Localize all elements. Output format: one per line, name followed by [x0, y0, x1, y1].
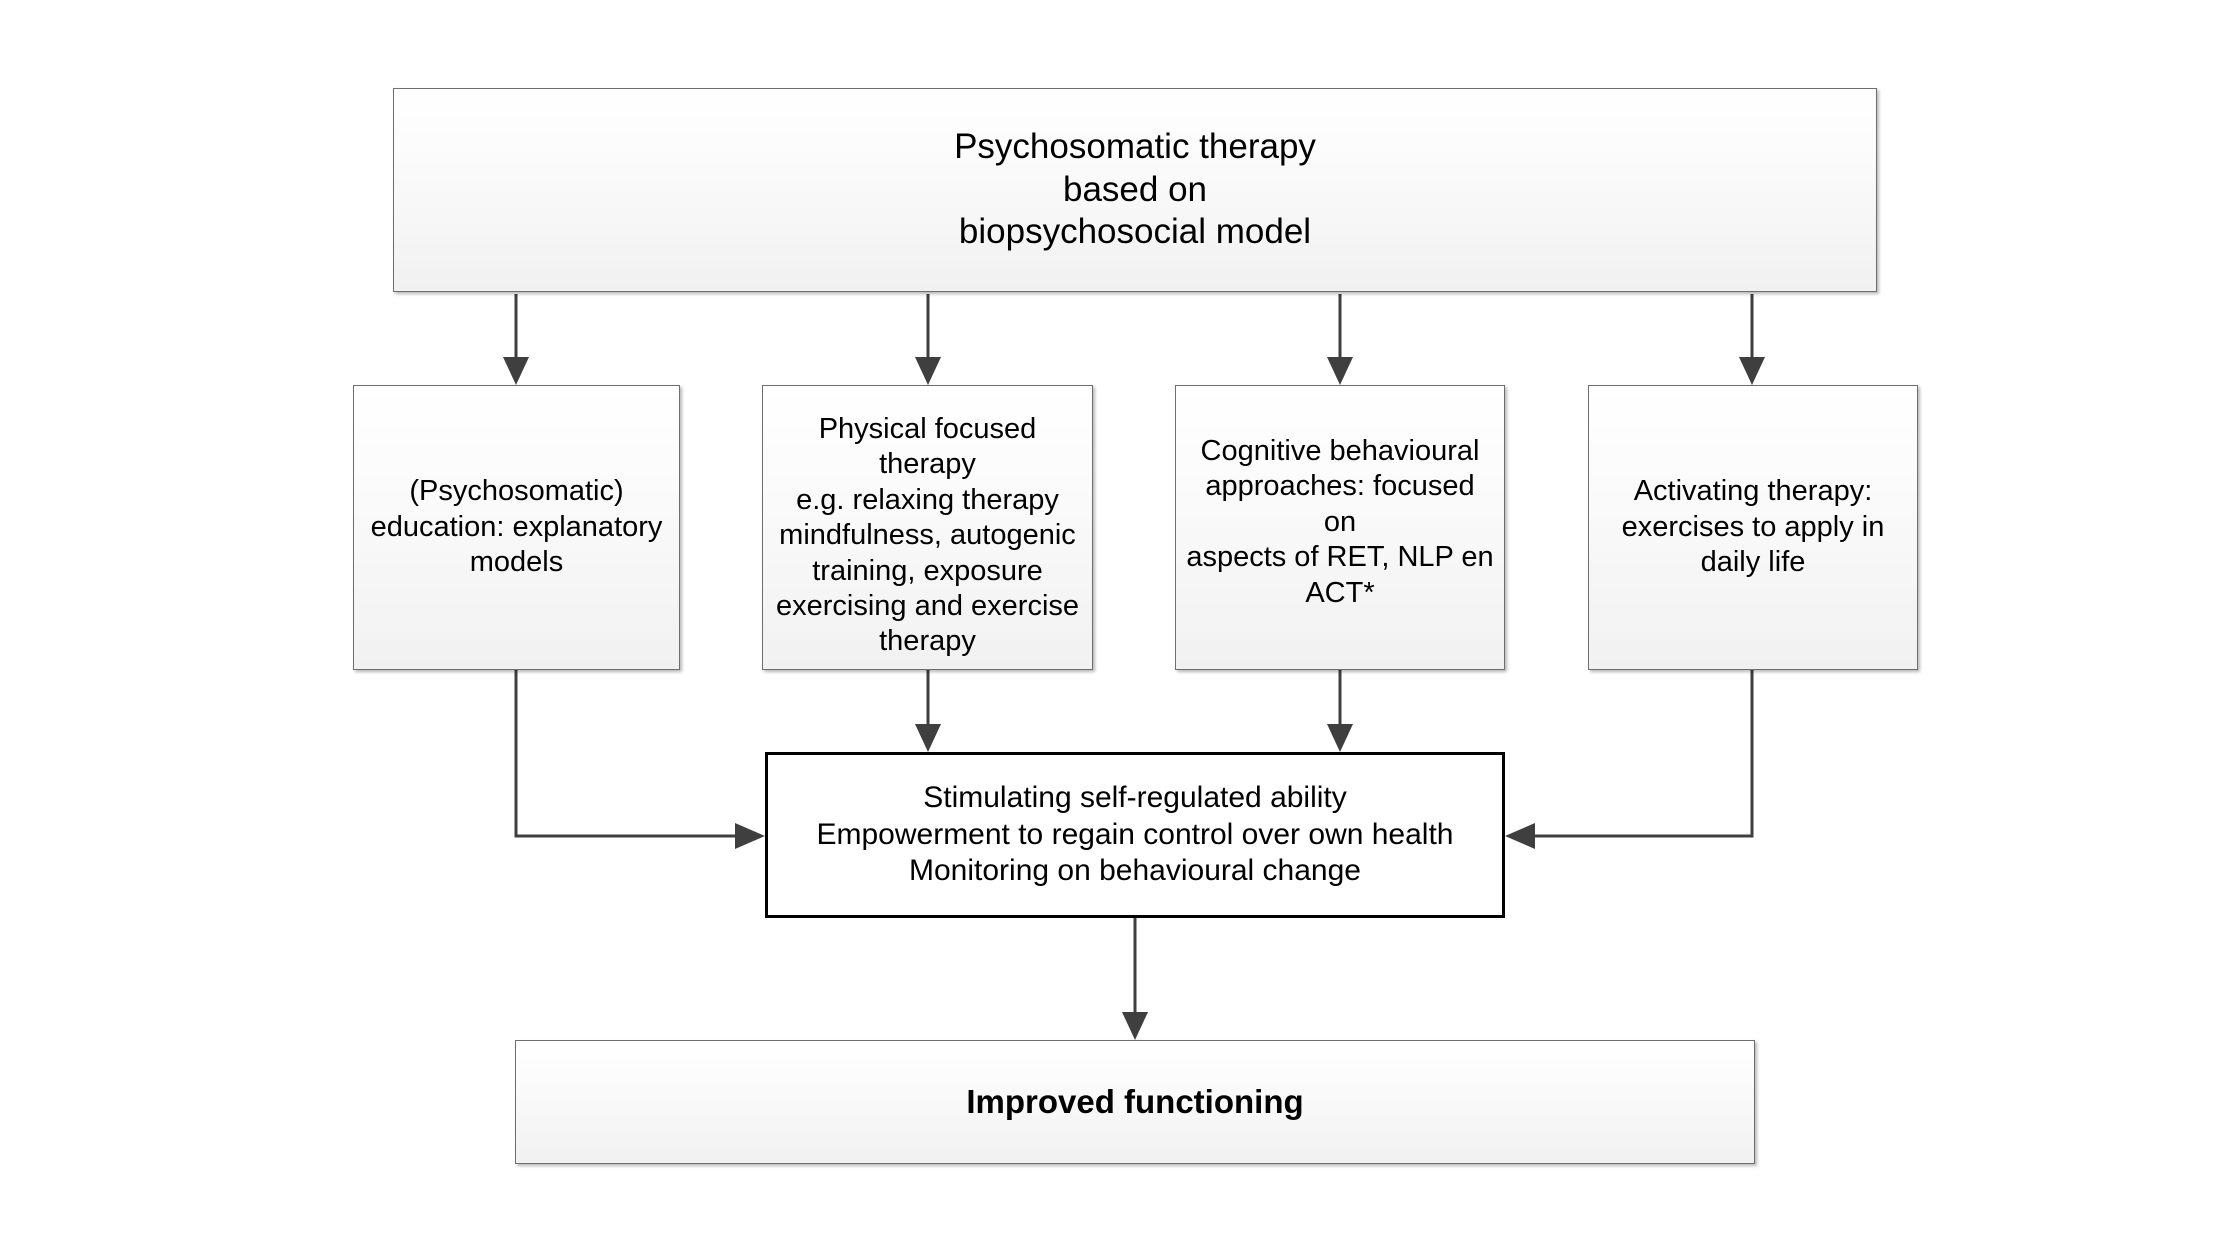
node-stimulating-self-regulated-ability: Stimulating self-regulated ability Empow…: [765, 752, 1505, 918]
edge-cognitive-to-empowerment: [1327, 670, 1353, 752]
node-cognitive-behavioural-approaches: Cognitive behavioural approaches: focuse…: [1175, 385, 1505, 670]
node-physical-focused-therapy-label: Physical focused therapy e.g. relaxing t…: [775, 413, 1080, 658]
node-improved-functioning-label: Improved functioning: [966, 1082, 1304, 1120]
edge-top-to-cognitive: [1327, 294, 1353, 385]
edge-top-to-activating: [1739, 294, 1765, 385]
node-psychosomatic-education-label: (Psychosomatic) education: explanatory m…: [370, 475, 663, 579]
edge-education-to-empowerment: [514, 670, 765, 849]
edge-top-to-education: [503, 294, 529, 385]
node-stimulating-self-regulated-ability-label: Stimulating self-regulated ability Empow…: [816, 781, 1454, 888]
edge-physical-to-empowerment: [915, 670, 941, 752]
node-cognitive-behavioural-approaches-label: Cognitive behavioural approaches: focuse…: [1186, 435, 1494, 609]
node-psychosomatic-education: (Psychosomatic) education: explanatory m…: [353, 385, 680, 670]
node-psychosomatic-therapy-label: Psychosomatic therapy based on biopsycho…: [954, 126, 1316, 252]
node-improved-functioning: Improved functioning: [515, 1040, 1755, 1164]
edge-empowerment-to-outcome: [1122, 918, 1148, 1040]
node-activating-therapy: Activating therapy: exercises to apply i…: [1588, 385, 1918, 670]
node-activating-therapy-label: Activating therapy: exercises to apply i…: [1621, 475, 1885, 579]
node-physical-focused-therapy: Physical focused therapy e.g. relaxing t…: [762, 385, 1093, 670]
node-psychosomatic-therapy: Psychosomatic therapy based on biopsycho…: [393, 88, 1877, 292]
edge-activating-to-empowerment: [1505, 670, 1754, 849]
edge-top-to-physical: [915, 294, 941, 385]
